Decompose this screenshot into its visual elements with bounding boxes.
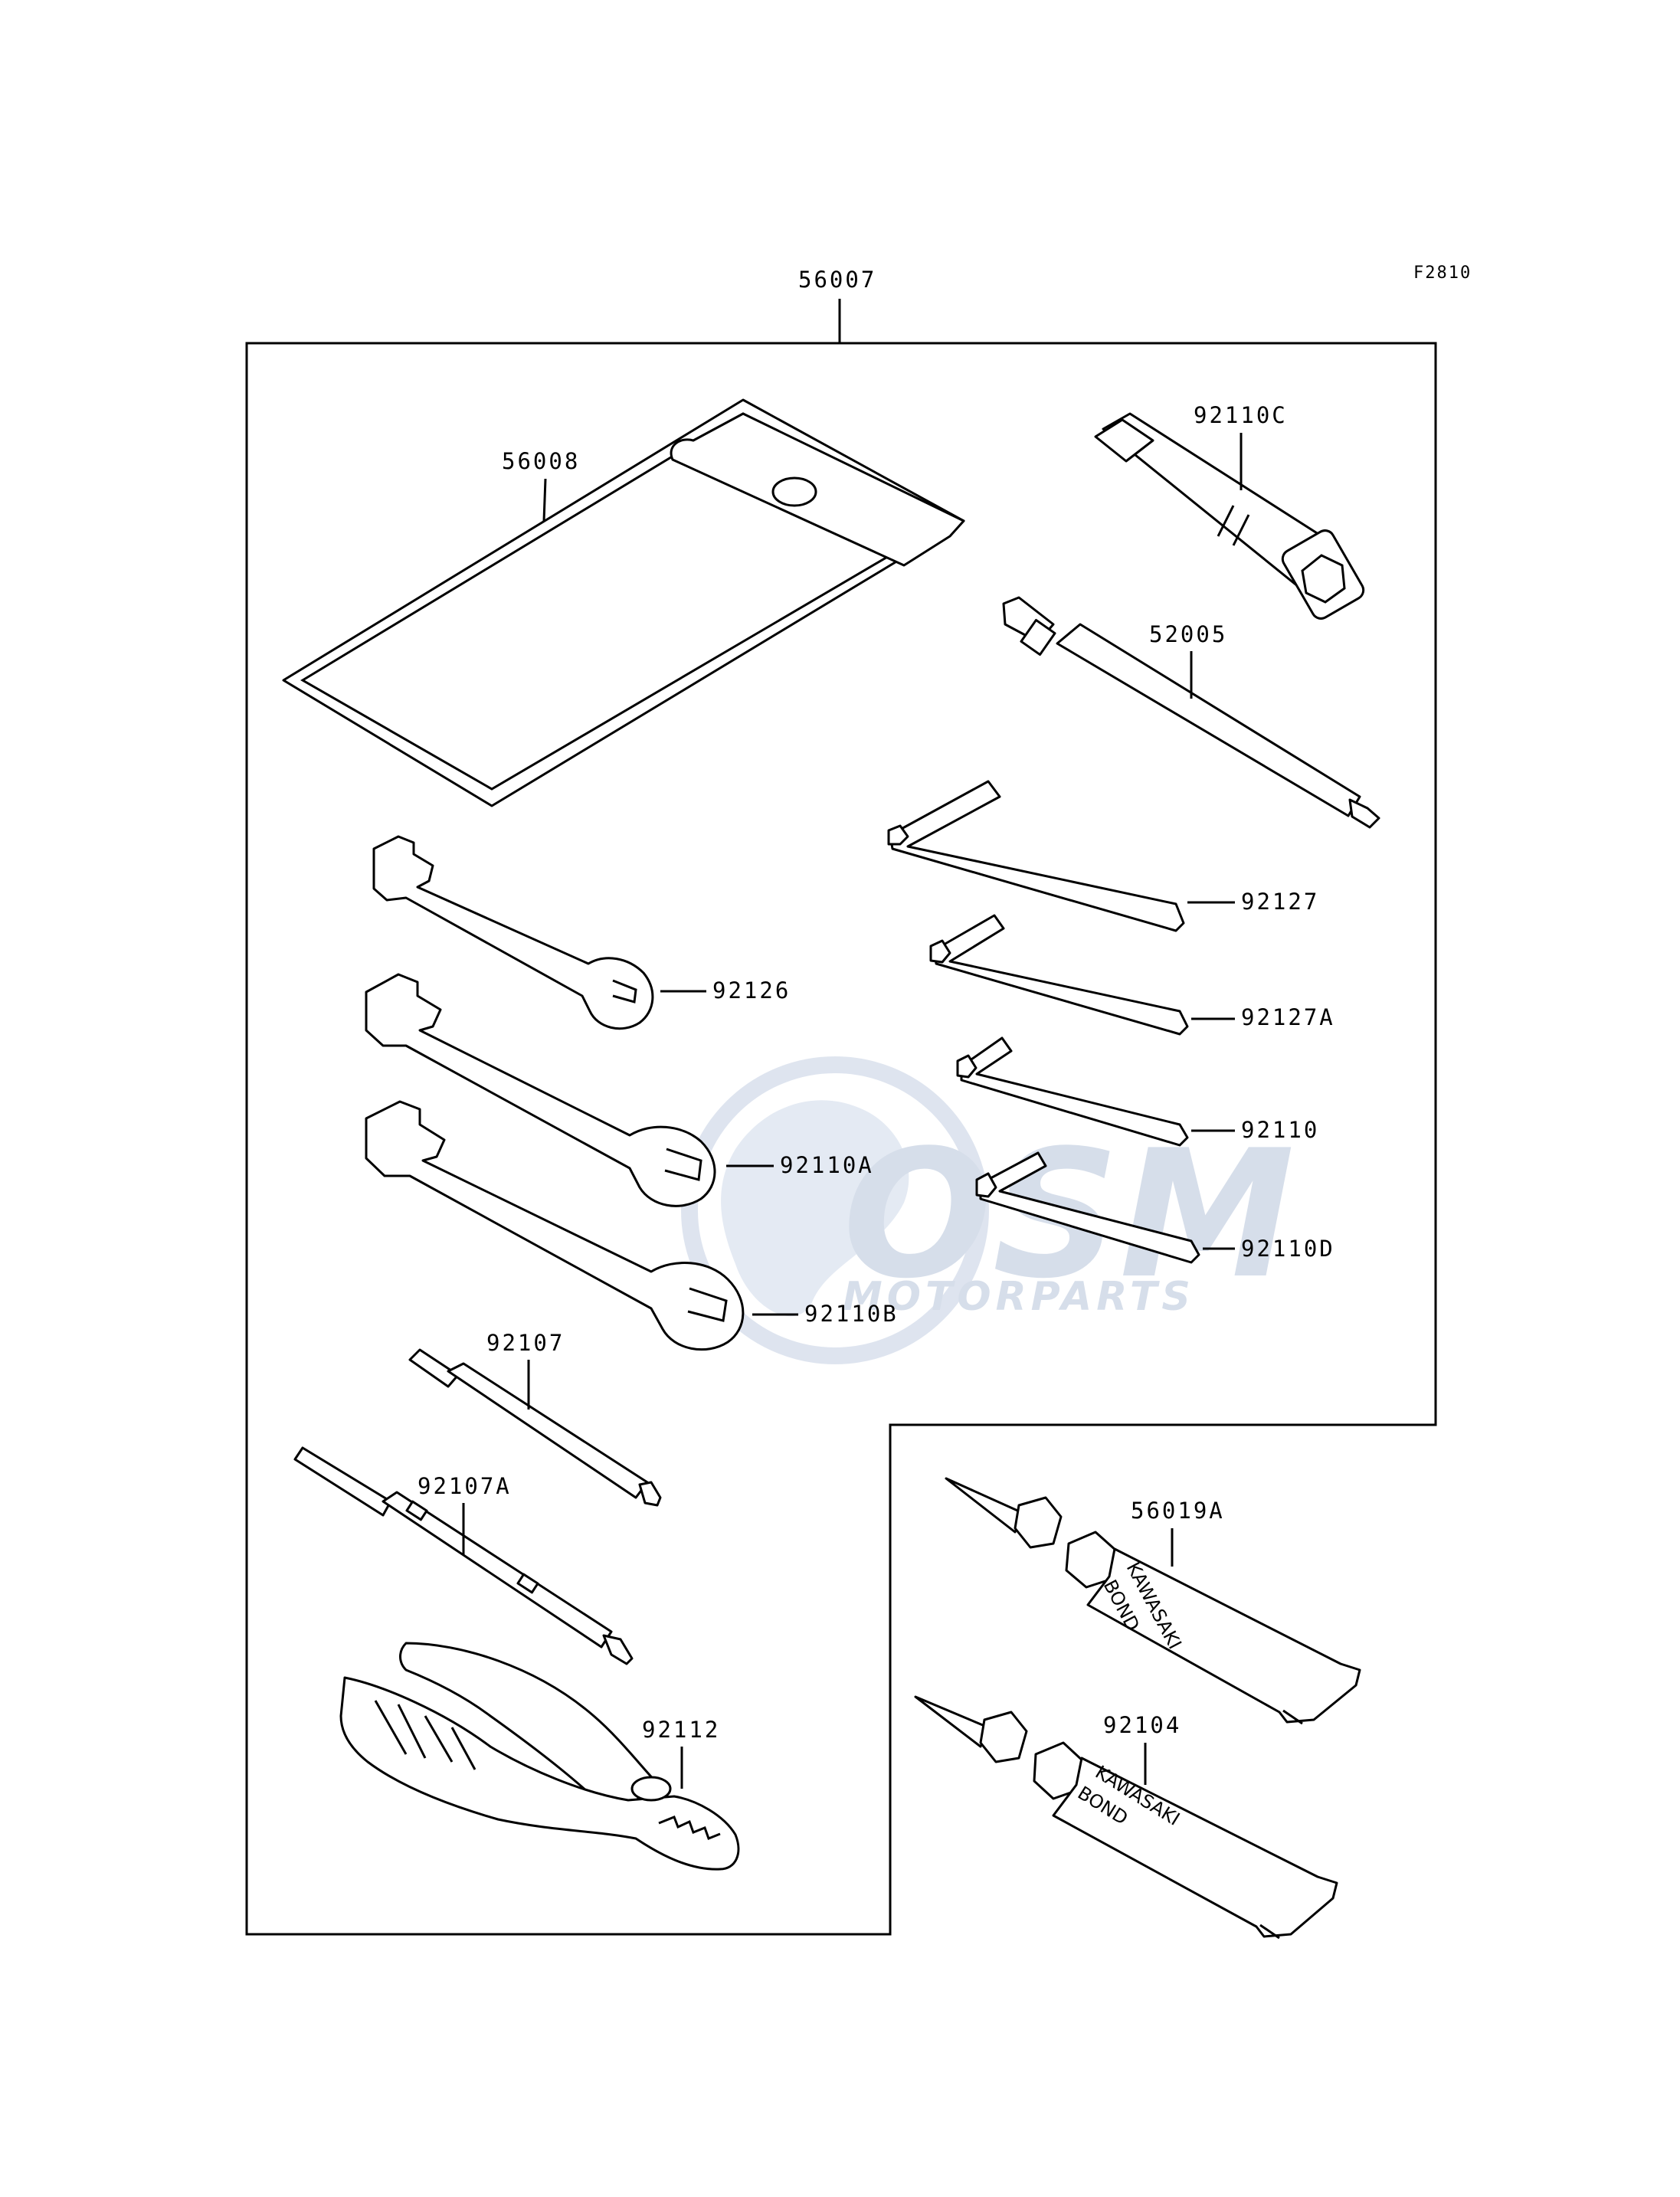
wrench-92110B (365, 1100, 745, 1351)
figure-code: F2810 (1413, 264, 1472, 283)
part-label-92127: 92127 (1241, 889, 1319, 915)
screwdriver-52005 (1002, 596, 1380, 829)
part-label-92107: 92107 (486, 1330, 565, 1356)
part-label-56007: 56007 (798, 267, 876, 293)
wrench-92110A (365, 973, 716, 1207)
hex-key-92110 (956, 1036, 1189, 1147)
part-label-92110B: 92110B (804, 1301, 899, 1327)
pliers-92112 (339, 1642, 740, 1871)
part-label-92110A: 92110A (780, 1152, 874, 1178)
part-label-92110C: 92110C (1194, 402, 1288, 428)
plug-wrench-92110C (1094, 412, 1365, 620)
part-label-92104: 92104 (1103, 1712, 1181, 1738)
part-label-56019A: 56019A (1131, 1498, 1225, 1524)
hex-key-92127 (887, 780, 1185, 932)
part-label-92110D: 92110D (1241, 1236, 1335, 1262)
part-label-92127A: 92127A (1241, 1004, 1335, 1030)
part-label-92112: 92112 (642, 1717, 720, 1743)
screwdriver-bit-92107 (408, 1348, 662, 1507)
hex-key-92127A (929, 914, 1189, 1036)
wrench-92126 (372, 835, 654, 1030)
tool-pouch-56008 (282, 398, 965, 807)
osm-watermark: OSM MOTORPARTS (681, 1056, 1295, 1364)
part-label-92107A: 92107A (418, 1473, 512, 1499)
part-label-52005: 52005 (1149, 621, 1227, 647)
screwdriver-bit-92107A (293, 1446, 634, 1665)
part-label-56008: 56008 (502, 448, 580, 474)
part-label-92110: 92110 (1241, 1117, 1319, 1143)
watermark-subtitle: MOTORPARTS (843, 1274, 1195, 1320)
part-label-92126: 92126 (712, 977, 791, 1004)
kit-boundary (245, 342, 1437, 1936)
hex-key-92110D (975, 1151, 1200, 1264)
